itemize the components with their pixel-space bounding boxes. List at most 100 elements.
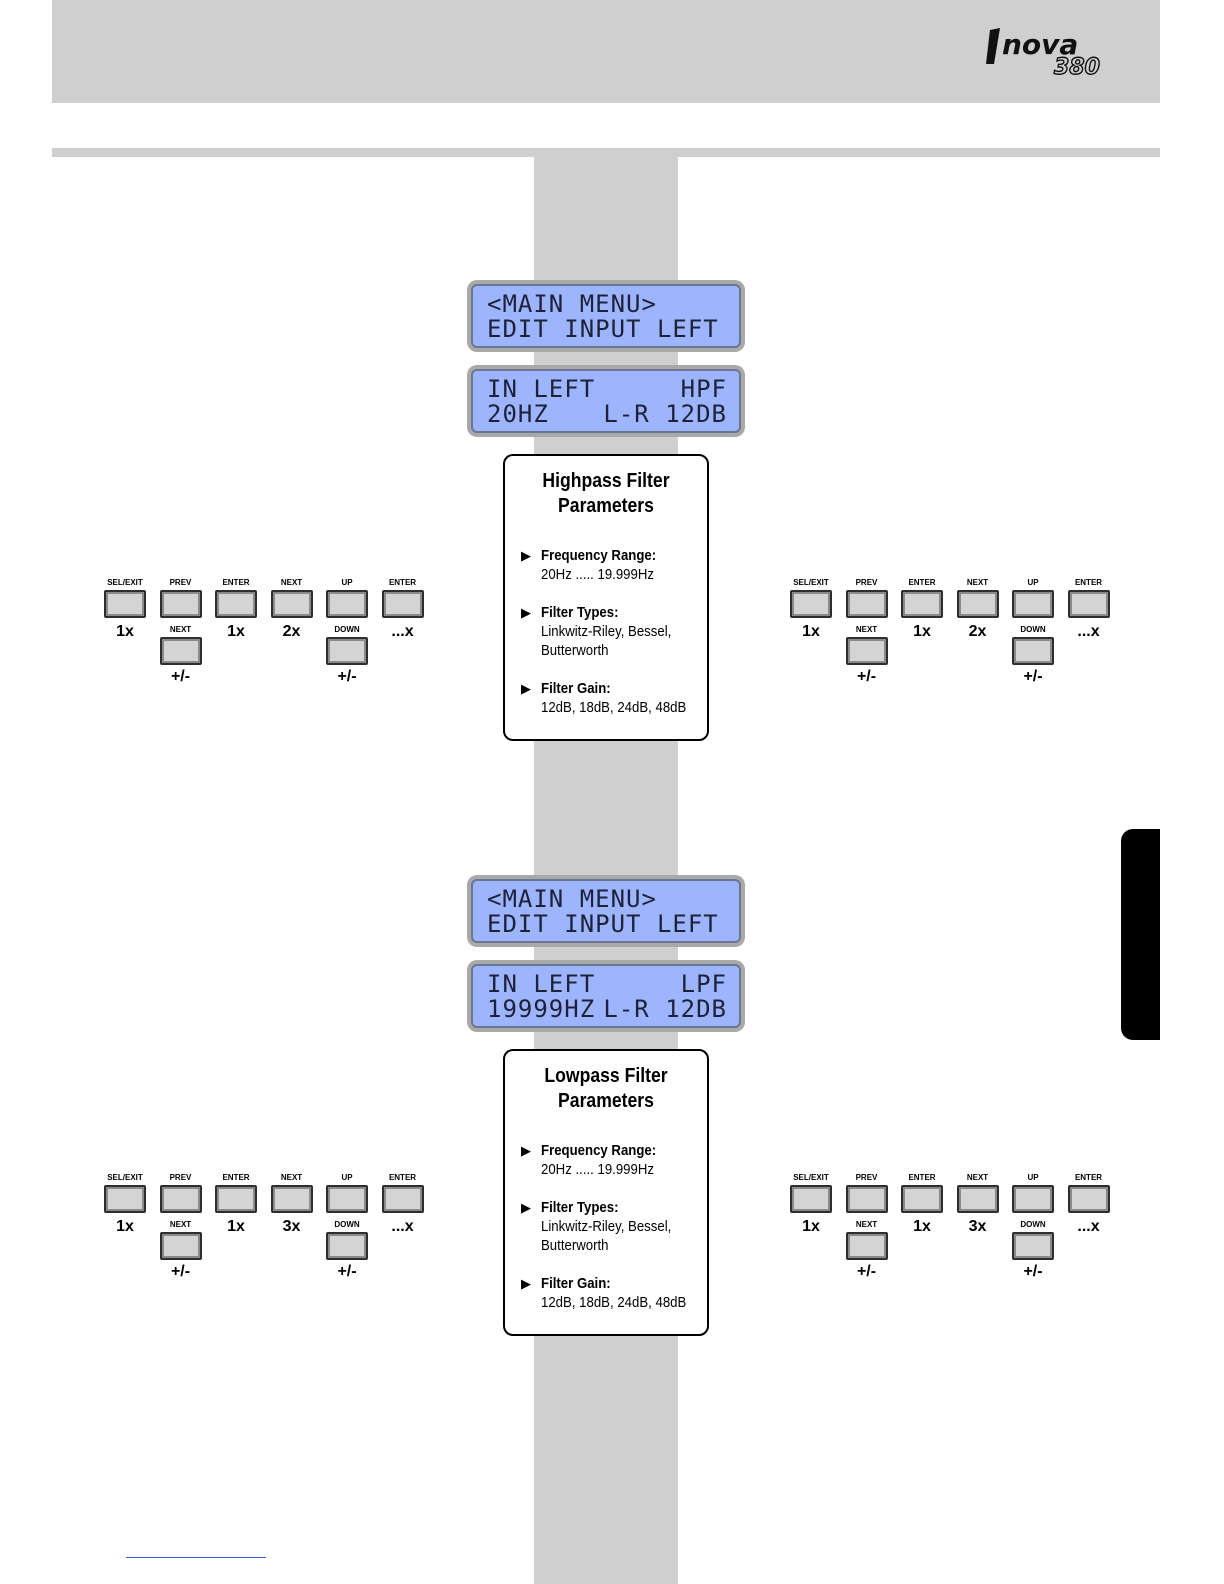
next-button[interactable] [956,1185,999,1213]
button-label: SEL/EXIT [793,1173,829,1182]
logo-text: nova [1002,28,1078,61]
button-label: ENTER [1074,1173,1103,1182]
down-button[interactable] [326,1232,368,1260]
button-label: UP [341,1173,353,1182]
press-count: +/- [856,668,877,685]
button-label: DOWN [334,625,360,634]
button-label: ENTER [1074,578,1103,587]
prev-button[interactable] [845,1185,888,1213]
sel-exit-button[interactable] [790,590,832,618]
lcd-channel: IN LEFT [487,970,596,998]
info-item-value: Butterworth [540,642,609,659]
button-label: ENTER [222,1173,250,1182]
prev-button[interactable] [845,590,888,618]
press-count: +/- [856,1263,877,1280]
info-item-heading: Frequency Range: [540,547,656,564]
press-count: 1x [116,1218,134,1235]
bullet-arrow-icon: ▶ [521,681,531,696]
bullet-arrow-icon: ▶ [521,1200,531,1215]
button-label: NEXT [169,625,192,634]
prev-button[interactable] [159,590,202,618]
press-count: +/- [1023,668,1043,685]
lcd-line-2: EDIT INPUT LEFT [487,910,719,938]
button-label: DOWN [1020,1220,1046,1229]
prev-button[interactable] [159,1185,202,1213]
info-item-value: Linkwitz-Riley, Bessel, [540,1218,671,1235]
up-button[interactable] [326,590,368,618]
down-button[interactable] [326,637,368,665]
info-item: ▶Filter Gain:12dB, 18dB, 24dB, 48dB [521,1274,707,1312]
info-title-line-2: Parameters [558,495,654,517]
enter-button[interactable] [901,1185,943,1213]
press-count: +/- [170,668,191,685]
page-header [52,0,1160,103]
enter-button[interactable] [381,1185,424,1213]
button-label: UP [341,578,353,587]
info-item-heading: Filter Types: [540,1199,619,1216]
press-count: 1x [227,623,245,640]
info-item: ▶Filter Gain:12dB, 18dB, 24dB, 48dB [521,679,707,717]
button-label: SEL/EXIT [107,1173,143,1182]
next-button[interactable] [159,637,202,665]
up-button[interactable] [1012,590,1054,618]
enter-button[interactable] [215,1185,257,1213]
lcd-main-menu: <MAIN MENU>EDIT INPUT LEFT [467,280,745,352]
enter-button[interactable] [901,590,943,618]
press-count: 3x [282,1218,301,1235]
press-count: +/- [1023,1263,1043,1280]
info-item: ▶Frequency Range:20Hz ..... 19.999Hz [521,1141,707,1179]
header-rule [52,148,1160,157]
down-button[interactable] [1012,637,1054,665]
down-button[interactable] [1012,1232,1054,1260]
next-button[interactable] [845,637,888,665]
button-label: SEL/EXIT [793,578,829,587]
enter-button[interactable] [1067,590,1110,618]
info-title-line-2: Parameters [558,1090,654,1112]
button-label: DOWN [1020,625,1046,634]
next-button[interactable] [956,590,999,618]
button-label: DOWN [334,1220,360,1229]
next-button[interactable] [270,1185,313,1213]
up-button[interactable] [1012,1185,1054,1213]
enter-button[interactable] [1067,1185,1110,1213]
sel-exit-button[interactable] [104,1185,146,1213]
info-item-value: Linkwitz-Riley, Bessel, [540,623,671,640]
enter-button[interactable] [381,590,424,618]
button-label: NEXT [169,1220,192,1229]
up-button[interactable] [326,1185,368,1213]
info-item-value: 12dB, 18dB, 24dB, 48dB [540,1294,686,1311]
press-count: ...x [1077,1218,1100,1235]
info-item-heading: Frequency Range: [540,1142,656,1159]
enter-button[interactable] [215,590,257,618]
button-label: ENTER [388,578,417,587]
button-label: UP [1027,578,1039,587]
info-item: ▶ Filter Types: Linkwitz-Riley, Bessel, But… [521,1198,707,1255]
press-count: ...x [391,623,414,640]
info-item-value: Butterworth [540,1237,609,1254]
sel-exit-button[interactable] [790,1185,832,1213]
button-label: NEXT [280,578,303,587]
lcd-line-1: <MAIN MENU> [487,885,657,913]
button-label: ENTER [222,578,250,587]
info-item-heading: Filter Gain: [540,1275,611,1292]
button-label: SEL/EXIT [107,578,143,587]
info-item-value: 20Hz ..... 19.999Hz [540,1161,654,1178]
next-button[interactable] [270,590,313,618]
button-label: ENTER [388,1173,417,1182]
next-button[interactable] [845,1232,888,1260]
inova-380-logo: nova 380 [986,28,1101,80]
bullet-arrow-icon: ▶ [521,605,531,620]
info-item-heading: Filter Types: [540,604,619,621]
info-item-value: 12dB, 18dB, 24dB, 48dB [540,699,686,716]
button-label: PREV [169,1173,192,1182]
lcd-main-menu: <MAIN MENU>EDIT INPUT LEFT [467,875,745,947]
next-button[interactable] [159,1232,202,1260]
sel-exit-button[interactable] [104,590,146,618]
